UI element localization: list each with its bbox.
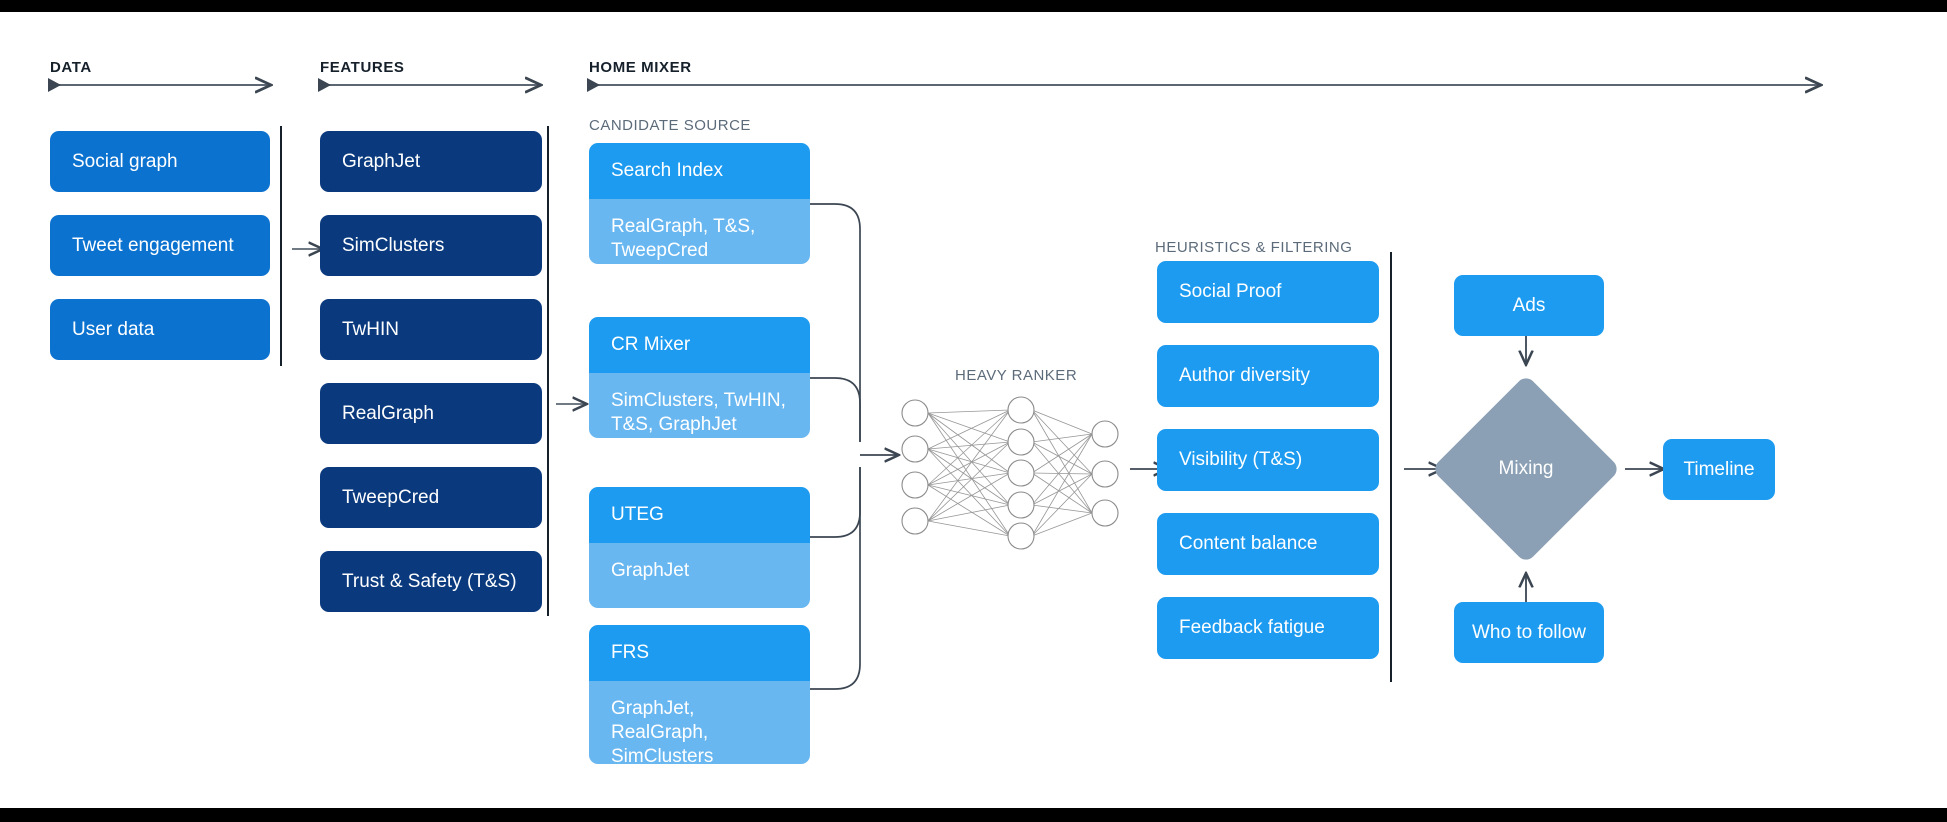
heuristic-box-content-balance[interactable]: Content balance — [1157, 513, 1379, 575]
heuristic-box-label: Visibility (T&S) — [1179, 449, 1303, 471]
candidate-source-name: FRS — [611, 642, 649, 664]
candidate-source-header-frs[interactable]: FRS — [589, 625, 810, 681]
data-box-label: Social graph — [72, 150, 178, 172]
section-header-home-mixer: HOME MIXER — [589, 59, 692, 76]
candidate-source-name: CR Mixer — [611, 334, 691, 356]
feature-box-label: Trust & Safety (T&S) — [342, 570, 517, 592]
letterbox-top — [0, 0, 1947, 12]
heuristic-box-social-proof[interactable]: Social Proof — [1157, 261, 1379, 323]
section-header-features: FEATURES — [320, 59, 405, 76]
output-box-label: Who to follow — [1471, 621, 1587, 643]
candidate-source-feature-list: GraphJet — [611, 560, 690, 581]
nn-edges — [927, 409, 1093, 537]
data-box-social-graph[interactable]: Social graph — [50, 131, 270, 192]
heuristic-box-label: Content balance — [1179, 533, 1318, 555]
candidate-source-header-uteg[interactable]: UTEG — [589, 487, 810, 543]
data-box-user-data[interactable]: User data — [50, 299, 270, 360]
output-box-timeline[interactable]: Timeline — [1663, 439, 1775, 500]
candidate-source-feature-list: RealGraph, T&S, TweepCred — [611, 216, 756, 261]
feature-box-twhin[interactable]: TwHIN — [320, 299, 542, 360]
heuristic-box-feedback-fatigue[interactable]: Feedback fatigue — [1157, 597, 1379, 659]
heuristic-box-label: Social Proof — [1179, 281, 1282, 303]
candidate-source-features-uteg: GraphJet — [589, 543, 810, 608]
divider-heuristics-output — [1390, 252, 1392, 682]
feature-box-trust-safety[interactable]: Trust & Safety (T&S) — [320, 551, 542, 612]
feature-box-label: GraphJet — [342, 150, 421, 172]
output-box-who-to-follow[interactable]: Who to follow — [1454, 602, 1604, 663]
feature-box-label: TweepCred — [342, 486, 440, 508]
candidate-source-name: UTEG — [611, 504, 664, 526]
data-box-tweet-engagement[interactable]: Tweet engagement — [50, 215, 270, 276]
diagram-canvas: DATA FEATURES HOME MIXER CANDIDATE SOURC… — [0, 12, 1947, 808]
output-box-label: Ads — [1512, 294, 1546, 316]
connector-overlay — [0, 12, 1947, 690]
divider-data-features — [280, 126, 282, 366]
letterbox-bottom — [0, 808, 1947, 822]
feature-box-simclusters[interactable]: SimClusters — [320, 215, 542, 276]
subheader-heuristics: HEURISTICS & FILTERING — [1155, 239, 1353, 256]
subheader-candidate-source: CANDIDATE SOURCE — [589, 117, 751, 134]
candidate-source-features-search-index: RealGraph, T&S, TweepCred — [589, 199, 810, 264]
section-header-data: DATA — [50, 59, 92, 76]
divider-features-home-mixer — [547, 126, 549, 616]
candidate-source-header-search-index[interactable]: Search Index — [589, 143, 810, 199]
heavy-ranker-network — [901, 396, 1119, 550]
mixing-label: Mixing — [1498, 458, 1554, 479]
feature-box-label: TwHIN — [342, 318, 399, 340]
feature-box-label: SimClusters — [342, 234, 445, 256]
candidate-source-features-cr-mixer: SimClusters, TwHIN, T&S, GraphJet — [589, 373, 810, 438]
candidate-source-features-frs: GraphJet, RealGraph, SimClusters — [589, 681, 810, 767]
output-box-label: Timeline — [1683, 458, 1755, 480]
candidate-source-name: Search Index — [611, 160, 723, 182]
heuristic-box-author-diversity[interactable]: Author diversity — [1157, 345, 1379, 407]
data-box-label: User data — [72, 318, 155, 340]
feature-box-tweepcred[interactable]: TweepCred — [320, 467, 542, 528]
heuristic-box-visibility[interactable]: Visibility (T&S) — [1157, 429, 1379, 491]
heuristic-box-label: Author diversity — [1179, 365, 1310, 387]
data-box-label: Tweet engagement — [72, 234, 234, 256]
feature-box-graphjet[interactable]: GraphJet — [320, 131, 542, 192]
subheader-heavy-ranker: HEAVY RANKER — [955, 367, 1078, 384]
feature-box-label: RealGraph — [342, 402, 434, 424]
mixing-diamond-label-wrap: Mixing — [1459, 402, 1593, 536]
candidate-merge-connectors — [810, 203, 861, 690]
heuristic-box-label: Feedback fatigue — [1179, 617, 1325, 639]
output-box-ads[interactable]: Ads — [1454, 275, 1604, 336]
feature-box-realgraph[interactable]: RealGraph — [320, 383, 542, 444]
candidate-source-feature-list: GraphJet, RealGraph, SimClusters — [611, 698, 714, 767]
nn-nodes — [901, 396, 1119, 550]
candidate-source-header-cr-mixer[interactable]: CR Mixer — [589, 317, 810, 373]
candidate-source-feature-list: SimClusters, TwHIN, T&S, GraphJet — [611, 390, 786, 435]
